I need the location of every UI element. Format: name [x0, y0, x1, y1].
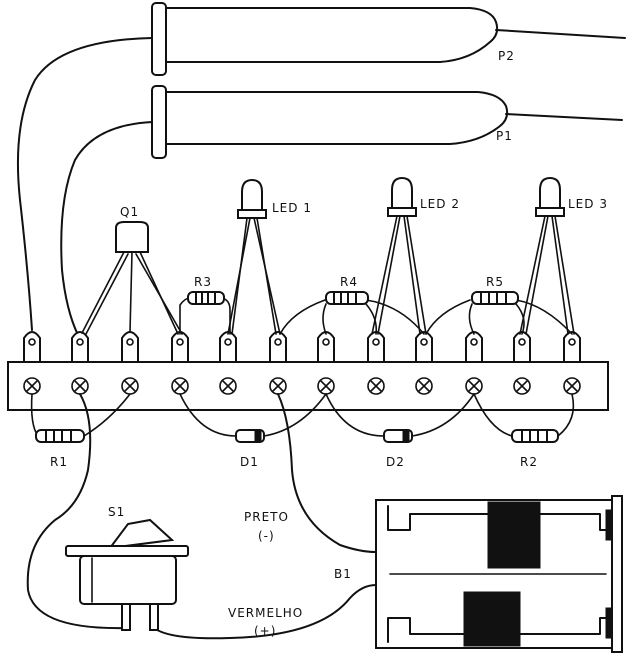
- diode-d2: [325, 393, 475, 443]
- wires: [26, 393, 377, 640]
- terminal-tabs: [23, 331, 581, 362]
- label-led1: LED 1: [272, 201, 312, 215]
- probe-p2: [16, 2, 626, 331]
- led-2: [371, 176, 427, 335]
- label-vermelho: VERMELHO: [228, 606, 303, 620]
- label-r3: R3: [194, 275, 212, 289]
- led-3: [519, 176, 575, 335]
- label-r2: R2: [520, 455, 538, 469]
- battery-holder-b1: [375, 495, 623, 653]
- terminal-strip: [7, 361, 609, 411]
- label-preto-sign: (-): [258, 529, 275, 543]
- resistor-r3: [179, 291, 231, 335]
- led-1: [227, 178, 281, 335]
- label-led2: LED 2: [420, 197, 460, 211]
- label-d2: D2: [386, 455, 405, 469]
- label-r5: R5: [486, 275, 504, 289]
- resistor-r5: [425, 291, 573, 335]
- diode-d1: [179, 393, 327, 443]
- resistor-r4: [279, 291, 425, 335]
- screw-terminals: [23, 377, 581, 395]
- label-vermelho-sign: (+): [254, 624, 276, 638]
- label-p1: P1: [496, 129, 513, 143]
- label-s1: S1: [108, 505, 125, 519]
- switch-s1: [65, 518, 189, 631]
- label-d1: D1: [240, 455, 259, 469]
- label-led3: LED 3: [568, 197, 608, 211]
- label-r1: R1: [50, 455, 68, 469]
- probe-p1: [60, 85, 623, 336]
- label-b1: B1: [334, 567, 352, 581]
- label-q1: Q1: [120, 205, 139, 219]
- resistor-r2: [473, 393, 575, 443]
- label-r4: R4: [340, 275, 358, 289]
- resistor-r1: [30, 393, 131, 443]
- label-preto: PRETO: [244, 510, 289, 524]
- label-p2: P2: [498, 49, 515, 63]
- transistor-q1: [81, 221, 183, 335]
